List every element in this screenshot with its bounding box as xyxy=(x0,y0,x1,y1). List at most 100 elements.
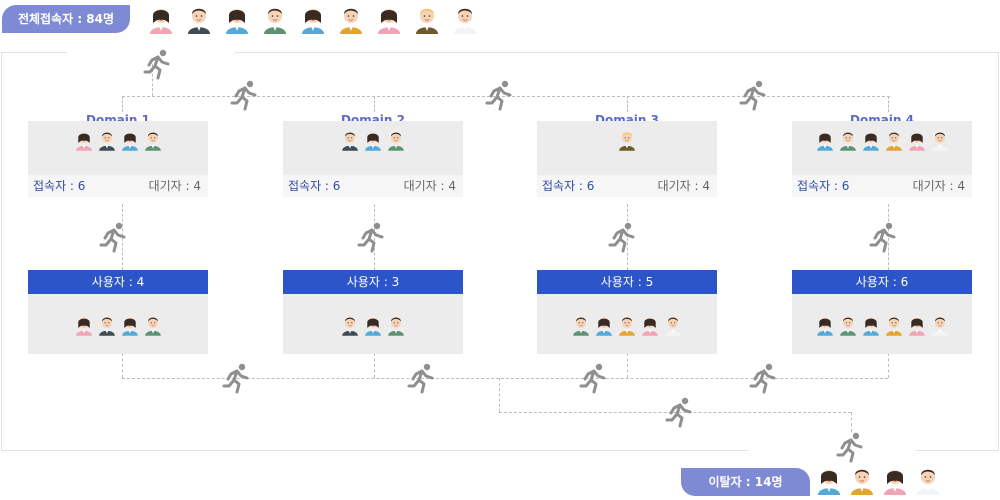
person-avatar-icon xyxy=(74,129,94,151)
person-avatar-icon xyxy=(147,4,175,34)
person-avatar-icon xyxy=(340,314,360,336)
running-person-icon xyxy=(607,221,639,253)
person-avatar-icon xyxy=(261,4,289,34)
running-person-icon xyxy=(578,362,610,394)
person-avatar-icon xyxy=(75,132,92,151)
person-avatar-icon xyxy=(454,8,476,34)
person-avatar-icon xyxy=(839,317,856,336)
person-avatar-icon xyxy=(884,470,906,495)
person-avatar-icon xyxy=(264,8,286,34)
running-person-icon xyxy=(608,222,635,253)
person-avatar-icon xyxy=(386,129,406,151)
person-avatar-icon xyxy=(816,317,833,336)
running-person-icon xyxy=(749,363,776,394)
waiting-count: 대기자 : 4 xyxy=(148,179,201,193)
user-avatars xyxy=(537,314,717,336)
person-avatar-icon xyxy=(619,132,635,151)
domain-stats: 접속자 : 6 대기자 : 4 xyxy=(537,175,717,197)
running-person-icon xyxy=(221,362,253,394)
connector-line xyxy=(122,96,123,112)
person-avatar-icon xyxy=(337,4,365,34)
user-avatars xyxy=(28,314,208,336)
person-avatar-icon xyxy=(342,317,358,336)
person-avatar-icon xyxy=(226,9,248,34)
person-avatar-icon xyxy=(120,314,140,336)
person-avatar-icon xyxy=(97,314,117,336)
person-avatar-icon xyxy=(839,132,856,151)
person-avatar-icon xyxy=(375,4,403,34)
waiting-count: 대기자 : 4 xyxy=(657,179,710,193)
person-avatar-icon xyxy=(144,317,161,336)
waiting-count: 대기자 : 4 xyxy=(403,179,456,193)
person-avatar-icon xyxy=(144,132,161,151)
domain-users-header: 사용자 : 5 xyxy=(537,270,717,294)
domain-users-box xyxy=(283,294,463,354)
connected-count: 접속자 : 6 xyxy=(797,179,850,193)
domain-users-header: 사용자 : 6 xyxy=(792,270,972,294)
person-avatar-icon xyxy=(386,314,406,336)
running-person-icon xyxy=(407,363,434,394)
running-person-icon xyxy=(230,80,257,111)
person-avatar-icon xyxy=(881,465,909,495)
domain-box xyxy=(28,121,208,175)
person-avatar-icon xyxy=(388,132,404,151)
person-avatar-icon xyxy=(930,314,950,336)
person-avatar-icon xyxy=(340,129,360,151)
running-person-icon xyxy=(406,362,438,394)
running-person-icon xyxy=(748,362,780,394)
connector-line xyxy=(374,353,375,378)
domain-avatars xyxy=(28,129,208,151)
person-avatar-icon xyxy=(931,132,948,151)
running-person-icon xyxy=(836,432,863,463)
person-avatar-icon xyxy=(143,314,163,336)
person-avatar-icon xyxy=(98,132,115,151)
person-avatar-icon xyxy=(862,132,879,151)
person-avatar-icon xyxy=(121,317,138,336)
user-avatars xyxy=(792,314,972,336)
person-avatar-icon xyxy=(413,4,441,34)
domain-users-header: 사용자 : 3 xyxy=(283,270,463,294)
waiting-count: 대기자 : 4 xyxy=(912,179,965,193)
person-avatar-icon xyxy=(908,317,925,336)
running-person-icon xyxy=(835,431,867,463)
domain-stats: 접속자 : 6 대기자 : 4 xyxy=(792,175,972,197)
person-avatar-icon xyxy=(365,317,381,336)
person-avatar-icon xyxy=(931,317,948,336)
running-person-icon xyxy=(99,222,126,253)
person-avatar-icon xyxy=(917,469,939,495)
person-avatar-icon xyxy=(573,317,589,336)
running-person-icon xyxy=(664,396,696,428)
running-person-icon xyxy=(142,48,174,80)
connector-line xyxy=(122,96,890,97)
person-avatar-icon xyxy=(663,314,683,336)
person-avatar-icon xyxy=(150,9,172,34)
connector-line xyxy=(122,378,888,379)
person-avatar-icon xyxy=(885,317,902,336)
person-avatar-icon xyxy=(619,317,635,336)
connector-line xyxy=(152,64,153,96)
person-avatar-icon xyxy=(851,469,873,495)
domain-users-box xyxy=(28,294,208,354)
person-avatar-icon xyxy=(75,317,92,336)
person-avatar-icon xyxy=(299,4,327,34)
person-avatar-icon xyxy=(596,317,612,336)
person-avatar-icon xyxy=(363,314,383,336)
person-avatar-icon xyxy=(816,132,833,151)
running-person-icon xyxy=(868,221,900,253)
dropout-avatars xyxy=(815,465,942,495)
person-avatar-icon xyxy=(388,317,404,336)
connector-line xyxy=(499,378,500,412)
person-avatar-icon xyxy=(861,314,881,336)
person-avatar-icon xyxy=(914,465,942,495)
person-avatar-icon xyxy=(838,129,858,151)
person-avatar-icon xyxy=(861,129,881,151)
person-avatar-icon xyxy=(120,129,140,151)
running-person-icon xyxy=(579,363,606,394)
domain-stats: 접속자 : 6 대기자 : 4 xyxy=(283,175,463,197)
person-avatar-icon xyxy=(838,314,858,336)
person-avatar-icon xyxy=(884,314,904,336)
person-avatar-icon xyxy=(815,465,843,495)
running-person-icon xyxy=(357,222,384,253)
user-avatars xyxy=(283,314,463,336)
